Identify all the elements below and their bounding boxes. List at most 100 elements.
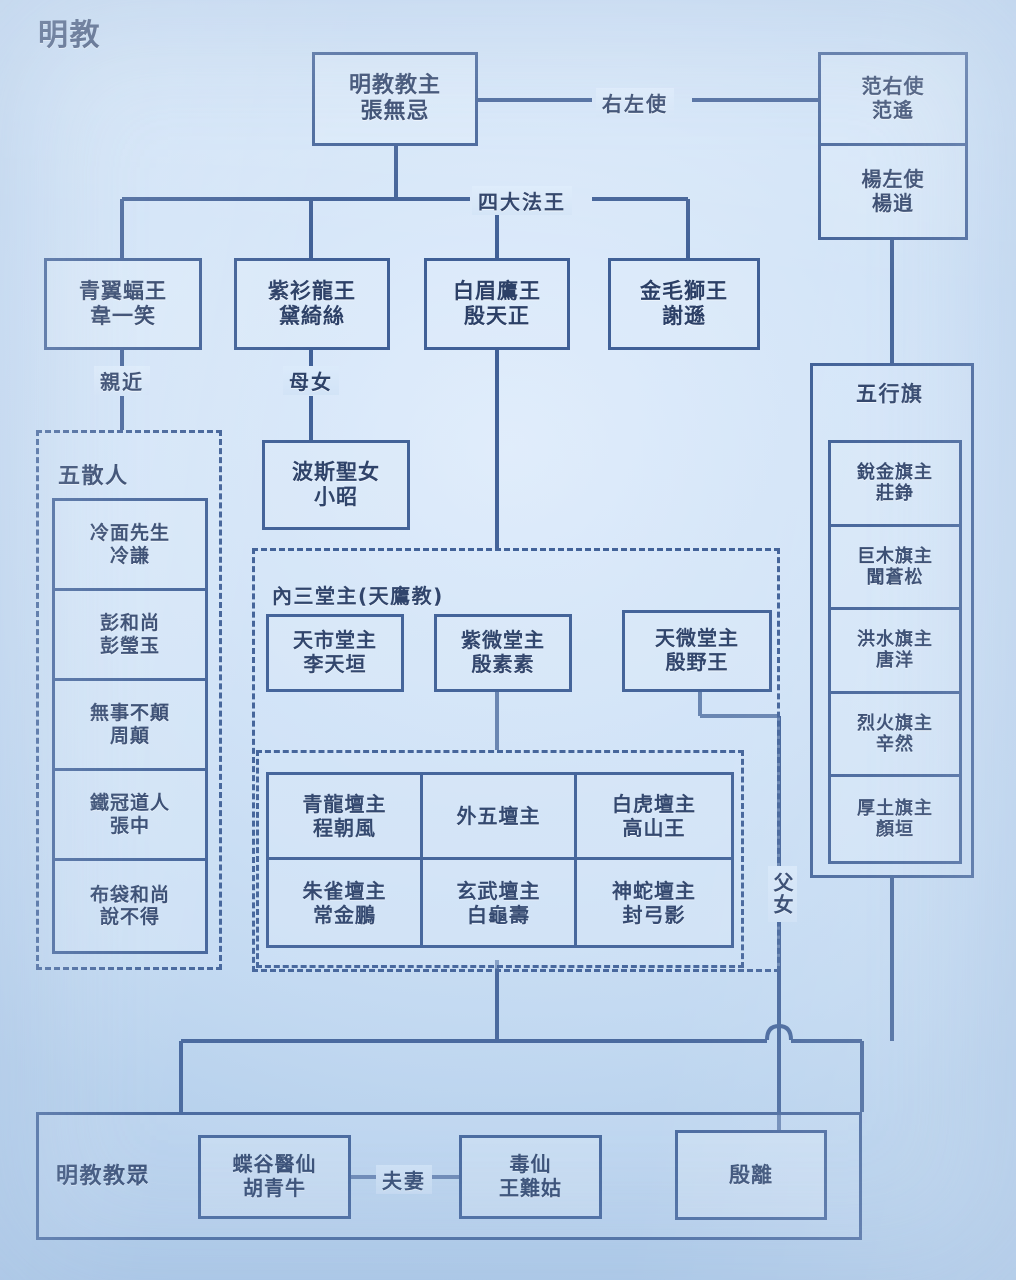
node-cult-leader[interactable]: 明教教主 張無忌 [312,52,478,146]
node-name: 周顛 [109,724,150,747]
relation-father-daughter: 父女 [768,866,797,922]
five-wanderers-title: 五散人 [58,464,129,489]
list-item[interactable]: 洪水旗主 唐洋 [831,610,959,694]
node-name: 彭瑩玉 [99,634,160,657]
node-name: 謝遜 [662,304,706,328]
node-name: 范遙 [872,98,914,122]
node-name: 程朝風 [313,816,376,840]
node-title: 鐵冠道人 [89,792,170,815]
node-name: 張中 [109,814,150,837]
node-name: 韋一笑 [90,304,156,328]
node-title: 青翼蝠王 [79,279,167,304]
node-title: 厚土旗主 [857,797,933,819]
node-title: 天微堂主 [655,626,739,651]
node-title: 無事不顛 [89,702,170,725]
list-item[interactable]: 厚土旗主 顏垣 [831,777,959,861]
node-altar-azure-dragon[interactable]: 青龍壇主 程朝風 [269,775,423,860]
congregation-title: 明教教眾 [56,1164,151,1189]
node-title: 白虎壇主 [612,792,696,816]
node-title: 紫微堂主 [461,628,545,653]
node-name: 白龜壽 [467,902,530,927]
node-altar-divine-snake[interactable]: 神蛇壇主 封弓影 [577,860,731,945]
node-title: 殷離 [729,1162,773,1187]
page-title: 明教 [38,18,101,53]
list-item[interactable]: 烈火旗主 辛然 [831,694,959,778]
node-title: 毒仙 [509,1152,552,1177]
node-title: 彭和尚 [99,612,160,635]
node-yin-li[interactable]: 殷離 [675,1130,827,1220]
node-title: 楊左使 [861,166,925,191]
node-title: 范右使 [861,74,925,99]
node-king-eagle[interactable]: 白眉鷹王 殷天正 [424,258,570,350]
inner-three-halls-title: 內三堂主(天鷹教) [272,584,444,608]
node-inner-hall-ziwei[interactable]: 紫微堂主 殷素素 [434,614,572,692]
node-name: 楊逍 [872,190,914,215]
node-name: 莊錚 [876,483,914,505]
node-king-dragon[interactable]: 紫衫龍王 黛綺絲 [234,258,390,350]
list-item[interactable]: 彭和尚 彭瑩玉 [55,591,205,681]
relation-husband-wife: 夫妻 [376,1165,432,1194]
node-inner-hall-tianwei[interactable]: 天微堂主 殷野王 [622,610,772,692]
node-name: 辛然 [876,734,914,756]
list-item[interactable]: 布袋和尚 說不得 [55,861,205,951]
five-element-flags-title: 五行旗 [856,382,924,406]
node-king-lion[interactable]: 金毛獅王 謝遜 [608,258,760,350]
container-five-element-flags [810,363,974,878]
group-envoys: 范右使 范遙 楊左使 楊逍 [818,52,968,240]
node-hu-qingniu[interactable]: 蝶谷醫仙 胡青牛 [198,1135,351,1219]
node-king-bat[interactable]: 青翼蝠王 韋一笑 [44,258,202,350]
node-name: 唐洋 [876,650,914,672]
node-title: 巨木旗主 [857,545,933,567]
node-altar-black-tortoise[interactable]: 玄武壇主 白龜壽 [423,860,577,945]
node-title: 玄武壇主 [456,878,541,903]
node-name: 封弓影 [622,902,686,927]
node-title: 青龍壇主 [302,792,387,816]
list-item[interactable]: 無事不顛 周顛 [55,681,205,771]
node-title: 布袋和尚 [89,883,170,906]
node-name: 小昭 [314,485,358,509]
node-left-envoy[interactable]: 楊左使 楊逍 [821,146,965,237]
node-altar-vermilion-bird[interactable]: 朱雀壇主 常金鵬 [269,860,423,945]
node-name: 黛綺絲 [279,304,345,328]
node-name: 張無忌 [360,99,430,124]
node-title: 朱雀壇主 [302,878,387,903]
node-name: 聞蒼松 [866,566,924,588]
relation-four-kings: 四大法王 [472,186,572,215]
node-name: 常金鵬 [313,902,376,927]
node-title: 洪水旗主 [857,629,933,651]
node-title: 銳金旗主 [857,462,933,484]
list-item[interactable]: 冷面先生 冷謙 [55,501,205,591]
list-item[interactable]: 巨木旗主 聞蒼松 [831,527,959,611]
node-right-envoy[interactable]: 范右使 范遙 [821,55,965,146]
node-altar-white-tiger[interactable]: 白虎壇主 高山王 [577,775,731,860]
relation-close: 親近 [94,366,150,395]
list-item[interactable]: 鐵冠道人 張中 [55,771,205,861]
node-title: 冷面先生 [89,522,170,545]
node-title: 烈火旗主 [857,712,933,734]
node-name: 殷素素 [471,652,535,676]
node-name: 王難姑 [499,1176,562,1200]
node-title: 白眉鷹王 [453,279,541,304]
group-five-element-flags: 銳金旗主 莊錚 巨木旗主 聞蒼松 洪水旗主 唐洋 烈火旗主 辛然 厚土旗主 顏垣 [828,440,962,864]
group-five-wanderers: 冷面先生 冷謙 彭和尚 彭瑩玉 無事不顛 周顛 鐵冠道人 張中 布袋和尚 說不得 [52,498,208,954]
node-name: 顏垣 [876,819,914,841]
node-name: 冷謙 [109,544,150,567]
node-title: 蝶谷醫仙 [232,1152,317,1177]
node-title: 明教教主 [348,73,441,99]
node-title: 金毛獅王 [640,279,728,304]
node-title: 紫衫龍王 [268,279,356,304]
node-inner-hall-tianshi[interactable]: 天市堂主 李天垣 [266,614,404,692]
node-wang-nangu[interactable]: 毒仙 王難姑 [459,1135,602,1219]
node-title: 神蛇壇主 [612,878,696,903]
relation-mother-daughter: 母女 [283,366,339,395]
node-name: 胡青牛 [243,1176,306,1200]
node-name: 高山王 [622,816,686,840]
node-name: 說不得 [99,906,160,928]
node-persian-maiden[interactable]: 波斯聖女 小昭 [262,440,410,530]
node-name: 殷天正 [464,304,530,328]
node-title: 天市堂主 [293,628,377,653]
group-outer-five-altars: 青龍壇主 程朝風 外五壇主 白虎壇主 高山王 朱雀壇主 常金鵬 玄武壇主 白龜壽… [266,772,734,948]
relation-envoys: 右左使 [596,88,674,117]
list-item[interactable]: 銳金旗主 莊錚 [831,443,959,527]
